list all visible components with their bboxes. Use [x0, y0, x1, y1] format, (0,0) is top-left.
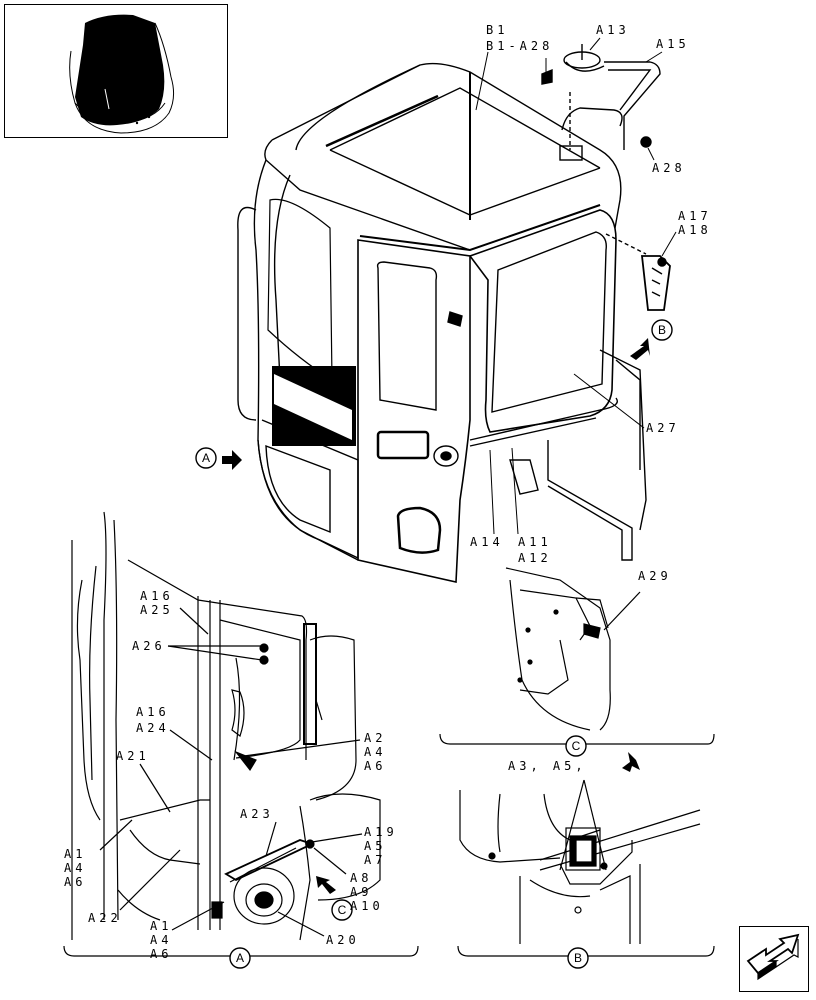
- label-a25: A25: [140, 603, 174, 617]
- label-a8: A8: [350, 871, 372, 885]
- callout-a-frame[interactable]: A: [229, 947, 251, 969]
- part-labels: B1 B1-A28 A13 A15 A28 A17 A18 A27 A14 A1…: [64, 23, 712, 961]
- label-a4-lower: A4: [150, 933, 172, 947]
- arrow-view-b-small: [622, 752, 640, 772]
- label-a6-upper: A6: [64, 875, 86, 889]
- callout-c-inset-a[interactable]: C: [331, 899, 353, 921]
- label-a12: A12: [518, 551, 552, 565]
- label-a7: A7: [364, 853, 386, 867]
- svg-text:A: A: [236, 951, 244, 965]
- view-arrows: [222, 338, 650, 894]
- svg-text:C: C: [572, 739, 581, 753]
- cab-assembly: [237, 44, 671, 583]
- cab-thumbnail-icon: [69, 14, 175, 134]
- label-a15: A15: [656, 37, 690, 51]
- label-a6-lower: A6: [150, 947, 172, 961]
- view-a-detail: [71, 511, 381, 941]
- label-a6-right: A6: [364, 759, 386, 773]
- label-a4-right: A4: [364, 745, 386, 759]
- label-a1-lower: A1: [150, 919, 172, 933]
- svg-text:B: B: [658, 323, 666, 337]
- label-a13: A13: [596, 23, 630, 37]
- label-a5: A5: [364, 839, 386, 853]
- view-c-detail: [505, 567, 641, 731]
- label-a24: A24: [136, 721, 170, 735]
- label-a10: A10: [350, 899, 384, 913]
- arrow-view-b: [630, 338, 650, 360]
- label-a23: A23: [240, 807, 274, 821]
- label-a28: A28: [652, 161, 686, 175]
- label-a16-mid: A16: [136, 705, 170, 719]
- leader-lines: [475, 37, 677, 535]
- label-a21: A21: [116, 749, 150, 763]
- label-a20: A20: [326, 933, 360, 947]
- svg-text:A: A: [202, 451, 210, 465]
- label-b1-a28: B1-A28: [486, 39, 553, 53]
- callout-b-main[interactable]: B: [651, 319, 673, 341]
- cab-thumbnail: [4, 4, 228, 138]
- arrow-view-a: [222, 450, 242, 470]
- label-a26: A26: [132, 639, 166, 653]
- label-a17: A17: [678, 209, 712, 223]
- label-a16-top: A16: [140, 589, 174, 603]
- callout-c-frame[interactable]: C: [565, 735, 587, 757]
- label-b1: B1: [486, 23, 508, 37]
- svg-text:B: B: [574, 951, 582, 965]
- callout-b-frame[interactable]: B: [567, 947, 589, 969]
- label-a29: A29: [638, 569, 672, 583]
- label-a9: A9: [350, 885, 372, 899]
- view-b-detail: [459, 779, 701, 944]
- label-a14: A14: [470, 535, 504, 549]
- next-page-button[interactable]: [739, 926, 809, 992]
- callout-a-main[interactable]: A: [195, 447, 217, 469]
- arrow-view-c: [316, 876, 336, 894]
- label-a2: A2: [364, 731, 386, 745]
- svg-text:C: C: [338, 903, 347, 917]
- label-a19: A19: [364, 825, 398, 839]
- label-a1-upper: A1: [64, 847, 86, 861]
- label-a4-upper: A4: [64, 861, 86, 875]
- next-page-arrow-icon: [746, 933, 800, 981]
- label-a3-a5: A3, A5,: [508, 759, 587, 773]
- label-a22: A22: [88, 911, 122, 925]
- label-a11: A11: [518, 535, 552, 549]
- label-a18: A18: [678, 223, 712, 237]
- label-a27: A27: [646, 421, 680, 435]
